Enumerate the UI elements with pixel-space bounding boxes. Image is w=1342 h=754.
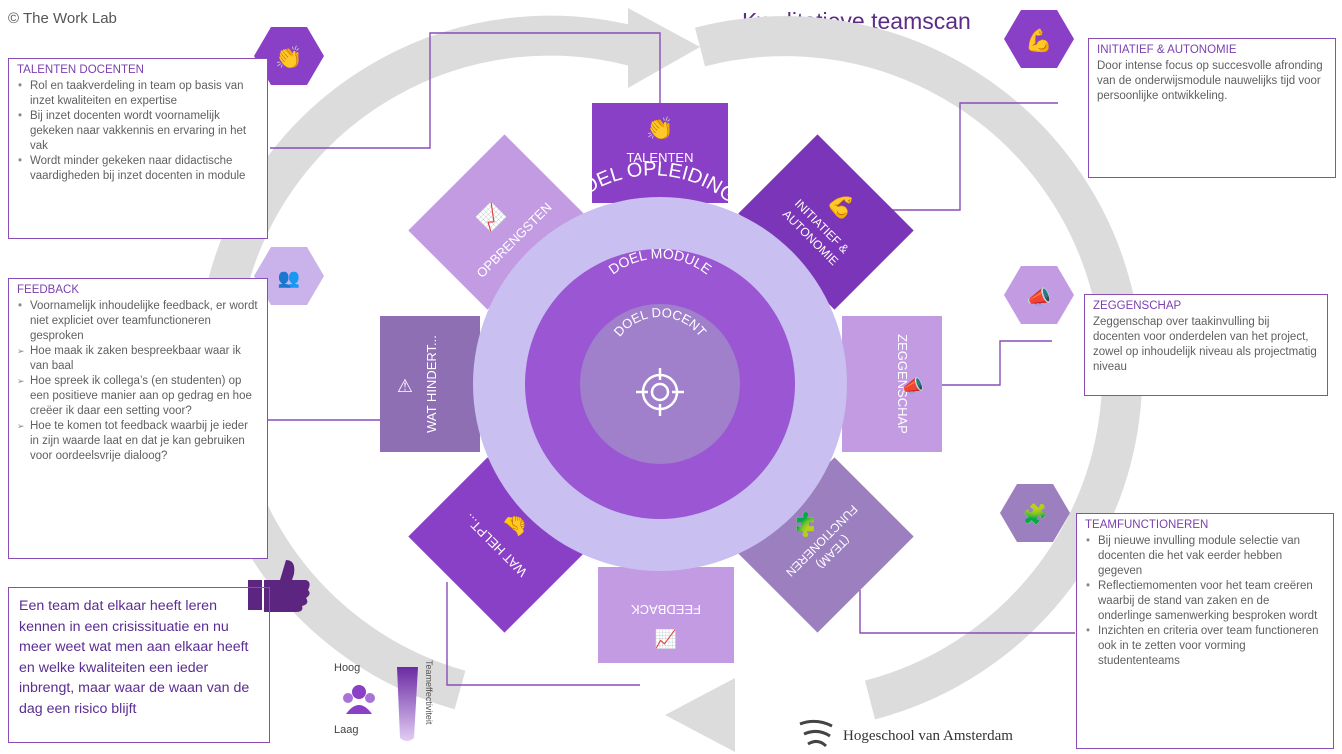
box-zeggenschap: ZEGGENSCHAP Zeggenschap over taakinvulli…	[1084, 294, 1328, 396]
legend-teameffectiviteit: Teameffectiviteit	[424, 660, 434, 725]
box-text: Door intense focus op succesvolle afrond…	[1097, 60, 1323, 102]
hex-team-icon: 👥	[254, 247, 324, 305]
list-item: Bij nieuwe invulling module selectie van…	[1085, 534, 1325, 579]
svg-text:FEEDBACK: FEEDBACK	[631, 602, 701, 617]
box-title: INITIATIEF & AUTONOMIE	[1097, 44, 1237, 56]
segment-wat-hindert[interactable]: WAT HINDERT... ⚠	[380, 316, 480, 452]
svg-text:💪: 💪	[1025, 28, 1052, 53]
box-text: Zeggenschap over taakinvulling bij docen…	[1093, 316, 1317, 373]
effectiveness-gradient	[397, 667, 418, 741]
segment-wat-helpt[interactable]: WAT HELPT... 🤝	[408, 457, 584, 633]
clapping-hands-icon: 👏	[646, 116, 673, 141]
segment-talenten[interactable]: TALENTEN 👏	[592, 103, 728, 203]
svg-text:🧩: 🧩	[1023, 502, 1048, 526]
list-item: Wordt minder gekeken naar didactische va…	[17, 154, 259, 184]
svg-text:TALENTEN: TALENTEN	[627, 150, 694, 165]
svg-text:WAT HINDERT...: WAT HINDERT...	[424, 335, 439, 433]
list-item: Hoe maak ik zaken bespreekbaar waar ik v…	[17, 344, 259, 374]
target-icon	[636, 368, 684, 416]
box-title: TEAMFUNCTIONEREN	[1085, 519, 1209, 531]
institution-name: Hogeschool van Amsterdam	[843, 728, 1013, 744]
svg-text:ZEGGENSCHAP: ZEGGENSCHAP	[895, 334, 910, 434]
segment-teamfunctioneren[interactable]: (TEAM) FUNCTIONEREN 🧩	[738, 457, 914, 633]
hex-muscle-icon: 💪	[1004, 10, 1074, 68]
segment-feedback[interactable]: FEEDBACK 📈	[598, 567, 734, 663]
hex-megaphone-icon: 📣	[1004, 266, 1074, 324]
traffic-cone-icon: ⚠	[397, 376, 413, 396]
svg-text:👏: 👏	[275, 45, 302, 70]
connector-lines	[268, 32, 1075, 686]
list-item: Rol en taakverdeling in team op basis va…	[17, 79, 259, 109]
box-initiatief-autonomie: INITIATIEF & AUTONOMIE Door intense focu…	[1088, 38, 1336, 178]
segment-zeggenschap[interactable]: ZEGGENSCHAP 📣	[842, 316, 942, 452]
box-feedback: FEEDBACK Voornamelijk inhoudelijke feedb…	[8, 278, 268, 559]
hva-logo-icon	[799, 719, 833, 748]
list-item: Bij inzet docenten wordt voornamelijk ge…	[17, 109, 259, 154]
copyright-label: © The Work Lab	[8, 10, 117, 27]
box-teamfunctioneren: TEAMFUNCTIONEREN Bij nieuwe invulling mo…	[1076, 513, 1334, 749]
list-item: Reflectiemomenten voor het team creëren …	[1085, 579, 1325, 624]
list-item: Voornamelijk inhoudelijke feedback, er w…	[17, 299, 259, 344]
box-title: FEEDBACK	[17, 284, 79, 296]
legend-low: Laag	[334, 724, 359, 736]
team-people-icon	[343, 685, 375, 714]
svg-text:👥: 👥	[278, 268, 300, 288]
list-item: Hoe te komen tot feedback waarbij je ied…	[17, 419, 259, 464]
svg-text:📣: 📣	[1027, 286, 1052, 309]
hex-clapping-icon: 👏	[254, 27, 324, 85]
segment-initiatief[interactable]: INITIATIEF & AUTONOMIE 💪	[738, 134, 914, 310]
box-title: ZEGGENSCHAP	[1093, 300, 1182, 312]
list-item: Hoe spreek ik collega’s (en studenten) o…	[17, 374, 259, 419]
box-title: TALENTEN DOCENTEN	[17, 64, 144, 76]
megaphone-icon: 📣	[902, 376, 924, 396]
quote-box: Een team dat elkaar heeft leren kennen i…	[8, 587, 270, 743]
box-talenten-docenten: TALENTEN DOCENTEN Rol en taakverdeling i…	[8, 58, 268, 239]
legend-high: Hoog	[334, 662, 361, 674]
hex-puzzle-icon: 🧩	[1000, 484, 1070, 542]
list-item: Inzichten en criteria over team function…	[1085, 624, 1325, 669]
team-chart-icon: 📈	[655, 628, 677, 649]
